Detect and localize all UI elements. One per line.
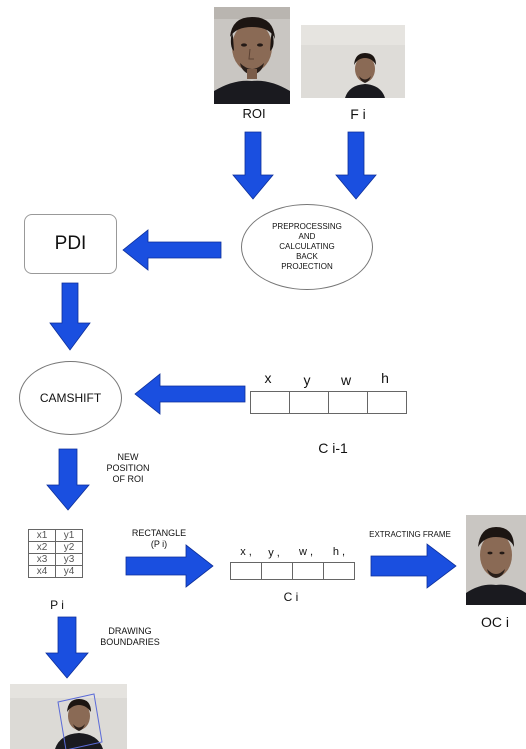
- pi-row: x3 y3: [28, 553, 83, 566]
- camshift-label: CAMSHIFT: [39, 391, 102, 405]
- ci-minus-1-caption: C i-1: [318, 440, 348, 456]
- fi-label: F i: [350, 106, 366, 122]
- ci-minus-1-header-x: x: [264, 370, 272, 386]
- drawing-label: DRAWING BOUNDARIES: [92, 626, 168, 648]
- ci-cell-x: [231, 563, 262, 579]
- arrow-pi-to-output: [45, 616, 89, 679]
- new-position-label: NEW POSITION OF ROI: [92, 452, 164, 485]
- ci-header-x: x ,: [240, 546, 252, 558]
- drawing-line-1: DRAWING: [108, 626, 152, 636]
- camshift-node: CAMSHIFT: [19, 361, 122, 435]
- arrow-camshift-to-pi: [46, 448, 90, 511]
- output-frame-photo: [10, 684, 127, 749]
- arrow-ci-to-oci: [370, 543, 457, 589]
- ci-header-y: y ,: [268, 547, 280, 559]
- rectangle-line-2: (P i): [150, 539, 168, 549]
- pdi-node: PDI: [24, 214, 117, 274]
- drawing-line-2: BOUNDARIES: [100, 637, 160, 647]
- arrow-fi-to-preprocessing: [335, 131, 377, 200]
- ci-header-w: w ,: [298, 546, 314, 558]
- pi-row: x2 y2: [28, 541, 83, 554]
- ci-minus-1-header-w: w: [340, 372, 352, 388]
- new-position-line-3: OF ROI: [112, 474, 144, 484]
- frame-photo: [301, 25, 405, 98]
- preprocessing-line-1: PREPROCESSING: [272, 222, 342, 231]
- roi-photo: [214, 7, 290, 104]
- new-position-line-1: NEW: [117, 452, 139, 462]
- extracting-label: EXTRACTING FRAME: [369, 530, 451, 539]
- ci-minus-1-cell-w: [329, 392, 368, 413]
- ci-cell-w: [293, 563, 324, 579]
- ci-minus-1-table: [250, 391, 407, 414]
- pi-row: x4 y4: [28, 565, 83, 578]
- arrow-roi-to-preprocessing: [232, 131, 274, 200]
- preprocessing-line-4: BACK: [296, 252, 318, 261]
- preprocessing-node: PREPROCESSING AND CALCULATING BACK PROJE…: [241, 204, 373, 290]
- pi-table: x1 y1 x2 y2 x3 y3 x4 y4: [28, 529, 83, 578]
- ci-minus-1-header-y: y: [303, 372, 311, 388]
- rectangle-label: RECTANGLE (P i): [126, 528, 192, 550]
- new-position-line-2: POSITION: [106, 463, 150, 473]
- preprocessing-line-2: AND: [298, 232, 316, 241]
- arrow-preprocessing-to-pdi: [122, 229, 222, 271]
- ci-header-h: h ,: [332, 546, 346, 558]
- arrow-ci-minus-1-to-camshift: [134, 373, 246, 415]
- pdi-label: PDI: [54, 233, 87, 254]
- pi-row: x1 y1: [28, 529, 83, 542]
- ci-minus-1-cell-y: [290, 392, 329, 413]
- preprocessing-line-3: CALCULATING: [279, 242, 335, 251]
- ci-minus-1-cell-x: [251, 392, 290, 413]
- ci-table: [230, 562, 355, 580]
- pi-caption: P i: [50, 598, 64, 612]
- pi-cell: x4: [28, 565, 56, 578]
- ci-caption: C i: [283, 590, 299, 604]
- arrow-pdi-to-camshift: [49, 282, 91, 351]
- preprocessing-line-5: PROJECTION: [281, 262, 333, 271]
- oci-photo: [466, 515, 526, 605]
- pi-cell: y4: [55, 565, 83, 578]
- oci-label: OC i: [481, 614, 509, 630]
- arrow-pi-to-ci: [125, 544, 214, 588]
- ci-cell-y: [262, 563, 293, 579]
- rectangle-line-1: RECTANGLE: [131, 528, 187, 538]
- ci-minus-1-header-h: h: [381, 370, 389, 386]
- roi-label: ROI: [242, 106, 266, 121]
